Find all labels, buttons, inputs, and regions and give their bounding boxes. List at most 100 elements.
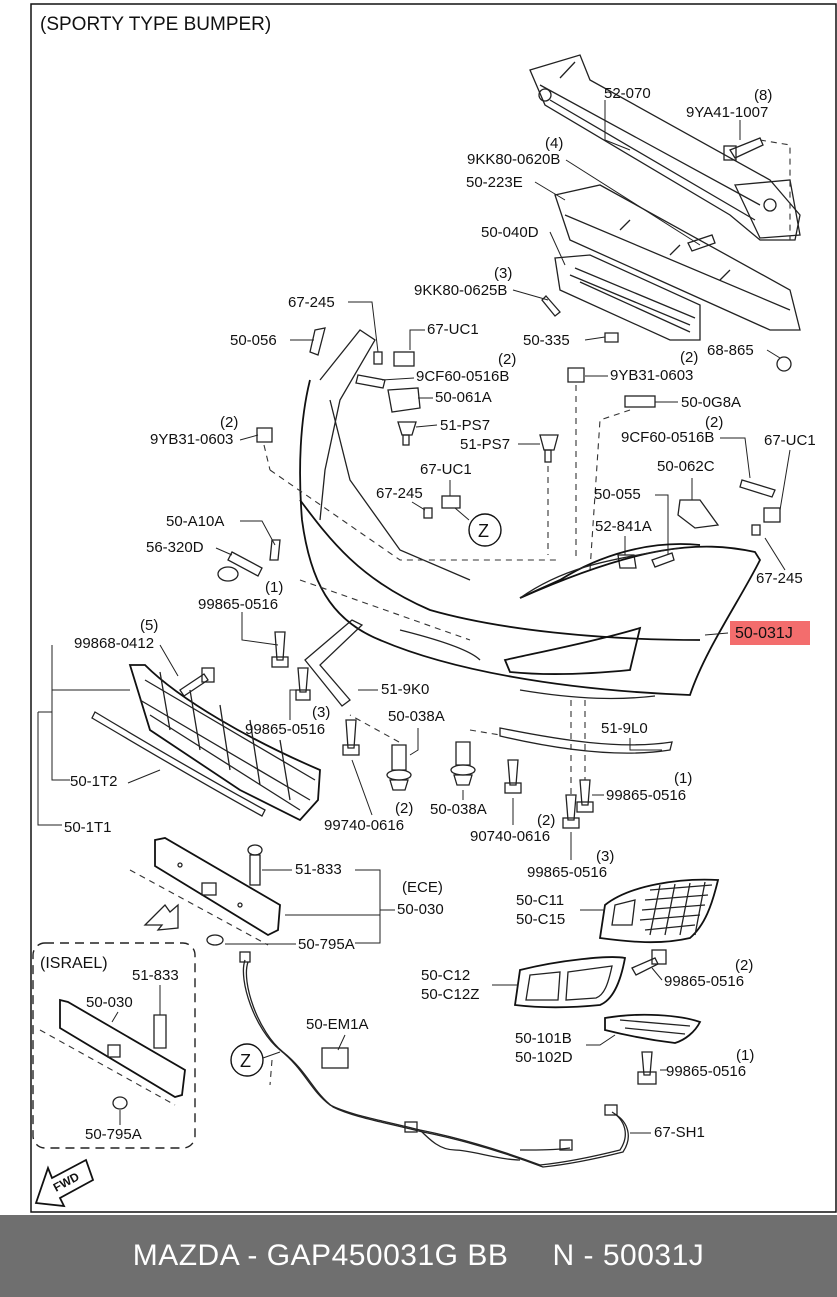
clip-icon [450, 741, 476, 786]
label-50-030a: 50-030 [397, 901, 444, 918]
license-plate-bracket-israel [59, 998, 186, 1098]
label-50-795A-b: 50-795A [85, 1126, 142, 1143]
screw-icon [562, 794, 580, 829]
qty-5: (5) [140, 617, 158, 634]
label-90740-0616: 90740-0616 [470, 828, 550, 845]
clip-icon [386, 744, 412, 791]
energy-absorber [554, 184, 801, 331]
label-99740-0616: 99740-0616 [324, 817, 404, 834]
front-grille [91, 664, 321, 822]
tow-hook [217, 551, 263, 582]
label-50-031J[interactable]: 50-031J [735, 625, 793, 642]
label-50-102D: 50-102D [515, 1049, 573, 1066]
screw-icon [576, 779, 594, 813]
label-9CF60-0516B-b: 9CF60-0516B [621, 429, 714, 446]
qty-1b: (1) [674, 770, 692, 787]
label-51-9K0: 51-9K0 [381, 681, 429, 698]
label-52-070: 52-070 [604, 85, 651, 102]
fog-lamp-bezel [598, 878, 720, 944]
screw-icon [342, 719, 360, 756]
label-67-UC1c: 67-UC1 [420, 461, 472, 478]
license-plate-bracket-ece [154, 837, 281, 937]
zone-z-label-a: Z [478, 521, 489, 541]
part-highlight [730, 621, 810, 645]
qty-3c: (3) [596, 848, 614, 865]
qty-2f: (2) [395, 800, 413, 817]
label-67-SH1: 67-SH1 [654, 1124, 705, 1141]
label-51-PS7b: 51-PS7 [460, 436, 510, 453]
footer-text: MAZDA - GAP450031G BB N - 50031J [132, 1239, 705, 1272]
label-50-056: 50-056 [230, 332, 277, 349]
label-67-UC1a: 67-UC1 [427, 321, 479, 338]
lower-absorber [554, 254, 701, 341]
label-51-833a: 51-833 [295, 861, 342, 878]
israel-variant-box [32, 942, 196, 1149]
label-9KK80-0620B: 9KK80-0620B [467, 151, 560, 168]
label-9KK80-0625B: 9KK80-0625B [414, 282, 507, 299]
qty-2g: (2) [735, 957, 753, 974]
zone-marker-z [468, 513, 502, 547]
screw-icon [271, 631, 289, 668]
label-9YA41-1007: 9YA41-1007 [686, 104, 768, 121]
zone-z-label-b: Z [240, 1051, 251, 1071]
qty-2d: (2) [705, 414, 723, 431]
label-50-1T1: 50-1T1 [64, 819, 112, 836]
label-99865-0516-e: 99865-0516 [664, 973, 744, 990]
label-67-245b: 67-245 [376, 485, 423, 502]
screw-icon [504, 759, 522, 794]
qty-2c: (2) [220, 414, 238, 431]
front-bumper [299, 329, 762, 700]
label-67-245c: 67-245 [756, 570, 803, 587]
label-9CF60-0516B-a: 9CF60-0516B [416, 368, 509, 385]
label-56-320D: 56-320D [146, 539, 204, 556]
parts-diagram: (SPORTY TYPE BUMPER) 52-070 (8) 9YA41-10… [30, 3, 837, 1213]
label-99868-0412: 99868-0412 [74, 635, 154, 652]
label-99865-0516-b: 99865-0516 [245, 721, 325, 738]
label-50-795A-a: 50-795A [298, 936, 355, 953]
qty-1a: (1) [265, 579, 283, 596]
qty-2a: (2) [498, 351, 516, 368]
qty-3a: (3) [494, 265, 512, 282]
reinforcement-beam [529, 54, 801, 241]
label-9YB31-0603-a: 9YB31-0603 [610, 367, 693, 384]
label-51-PS7a: 51-PS7 [440, 417, 490, 434]
label-50-038A-a: 50-038A [388, 708, 445, 725]
label-67-245a: 67-245 [288, 294, 335, 311]
label-50-1T2: 50-1T2 [70, 773, 118, 790]
qty-1c: (1) [736, 1047, 754, 1064]
label-50-0G8A: 50-0G8A [681, 394, 741, 411]
label-50-062C: 50-062C [657, 458, 715, 475]
qty-4: (4) [545, 135, 563, 152]
label-50-038A-b: 50-038A [430, 801, 487, 818]
label-50-223E: 50-223E [466, 174, 523, 191]
fog-lamp-garnish [604, 1013, 702, 1044]
bolt-icon [723, 137, 764, 161]
label-ece: (ECE) [402, 879, 443, 896]
label-50-C15: 50-C15 [516, 911, 565, 928]
label-99865-0516-c: 99865-0516 [606, 787, 686, 804]
forward-arrow-icon: FWD [34, 1158, 95, 1208]
label-50-055: 50-055 [594, 486, 641, 503]
screw-icon [631, 949, 667, 976]
label-50-A10A: 50-A10A [166, 513, 224, 530]
label-50-C12: 50-C12 [421, 967, 470, 984]
label-50-101B: 50-101B [515, 1030, 572, 1047]
fwd-label: FWD [51, 1169, 82, 1194]
qty-8: (8) [754, 87, 772, 104]
label-99865-0516-f: 99865-0516 [666, 1063, 746, 1080]
diagram-border [30, 3, 837, 1213]
label-50-EM1A: 50-EM1A [306, 1016, 369, 1033]
label-9YB31-0603-b: 9YB31-0603 [150, 431, 233, 448]
screw-icon [637, 1051, 657, 1085]
diagram-title: (SPORTY TYPE BUMPER) [40, 14, 271, 35]
label-51-833b: 51-833 [132, 967, 179, 984]
label-50-C12Z: 50-C12Z [421, 986, 479, 1003]
label-68-865: 68-865 [707, 342, 754, 359]
part-number-footer: MAZDA - GAP450031G BB N - 50031J [0, 1215, 837, 1297]
wiring-harness [239, 951, 629, 1168]
label-51-9L0: 51-9L0 [601, 720, 648, 737]
label-52-841A: 52-841A [595, 518, 652, 535]
qty-3b: (3) [312, 704, 330, 721]
screw-icon [295, 667, 311, 701]
